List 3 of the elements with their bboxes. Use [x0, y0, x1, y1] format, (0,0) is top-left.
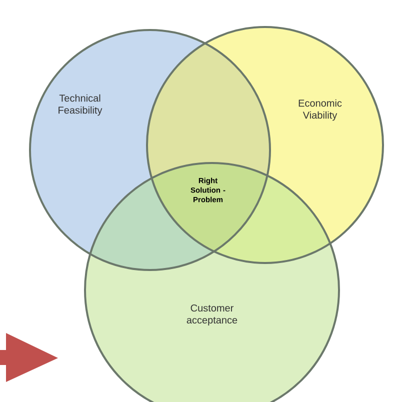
circle-label: Economic Viability [298, 99, 342, 121]
circle-label: Customer acceptance [186, 304, 238, 326]
circle-label: Technical Feasibility [58, 94, 102, 116]
